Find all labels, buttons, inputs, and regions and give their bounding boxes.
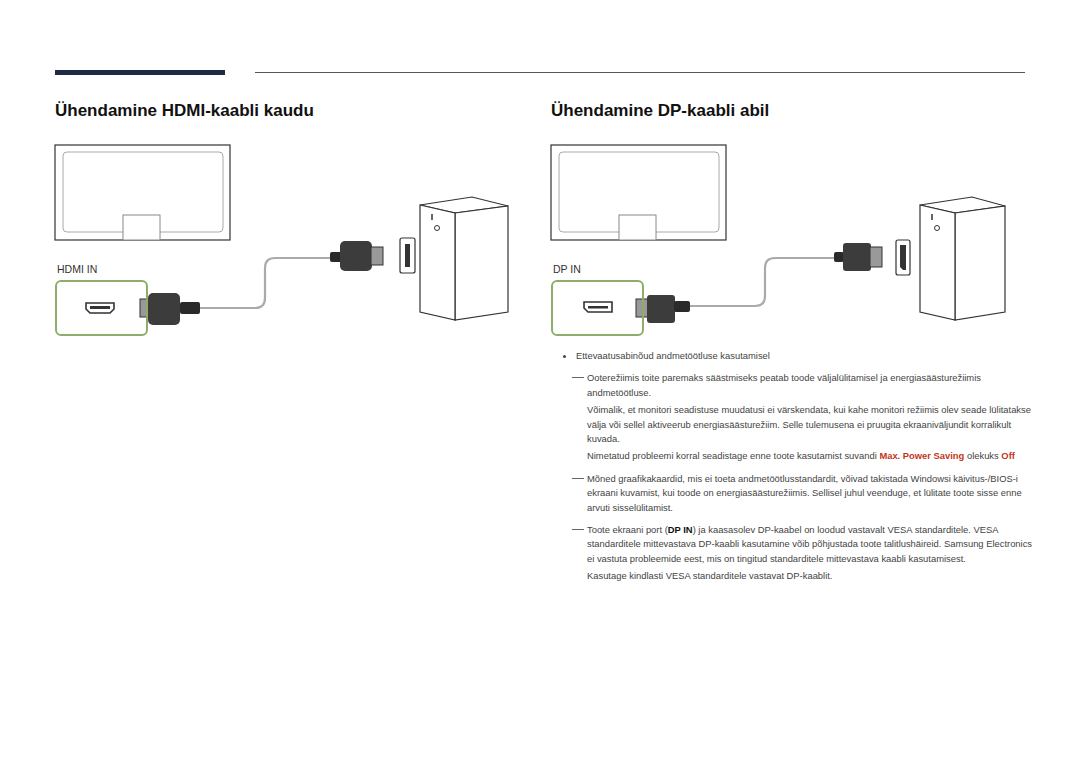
note-dash: [572, 478, 584, 479]
note-dash: [572, 529, 584, 530]
setting-name: Max. Power Saving: [879, 450, 964, 461]
dp-setup: [551, 145, 1005, 323]
bullet-text: Ettevaatusabinõud andmetöötluse kasutami…: [576, 350, 770, 361]
note-text: Kasutage kindlasti VESA standarditele va…: [587, 569, 1038, 583]
notes-block: Ettevaatusabinõud andmetöötluse kasutami…: [576, 349, 1038, 584]
port-name: DP IN: [668, 524, 693, 535]
port-label: HDMI IN: [57, 263, 97, 275]
note-paragraph: Nimetatud probleemi korral seadistage en…: [587, 449, 1038, 463]
note-text: olekuks: [967, 450, 999, 461]
note-paragraph: Võimalik, et monitori seadistuse muudatu…: [587, 403, 1038, 446]
section-heading: Ühendamine DP-kaabli abil: [551, 101, 769, 121]
note: Mõned graafikakaardid, mis ei toeta andm…: [587, 472, 1038, 515]
header-bar: [55, 70, 225, 75]
note-text: Nimetatud probleemi korral seadistage en…: [587, 450, 877, 461]
port-label: DP IN: [553, 263, 581, 275]
port-box: HDMI IN: [55, 280, 148, 336]
note-text: Toote ekraani port (: [587, 524, 668, 535]
bullet-dot: [563, 355, 566, 358]
note-text: Võimalik, et monitori seadistuse muudatu…: [587, 403, 1038, 446]
header-rule: [255, 72, 1025, 73]
port-box: DP IN: [551, 280, 644, 336]
note: Ooterežiimis toite paremaks säästmiseks …: [587, 371, 1038, 400]
note: Toote ekraani port (DP IN) ja kaasasolev…: [587, 523, 1038, 566]
note-text: Mõned graafikakaardid, mis ei toeta andm…: [587, 472, 1038, 515]
note-paragraph: Kasutage kindlasti VESA standarditele va…: [587, 569, 1038, 583]
section-heading: Ühendamine HDMI-kaabli kaudu: [55, 101, 314, 121]
hdmi-setup: [55, 145, 508, 325]
note-dash: [572, 377, 584, 378]
note-text: Ooterežiimis toite paremaks säästmiseks …: [587, 371, 1038, 400]
setting-value: Off: [1001, 450, 1015, 461]
bullet-item: Ettevaatusabinõud andmetöötluse kasutami…: [576, 349, 1038, 363]
